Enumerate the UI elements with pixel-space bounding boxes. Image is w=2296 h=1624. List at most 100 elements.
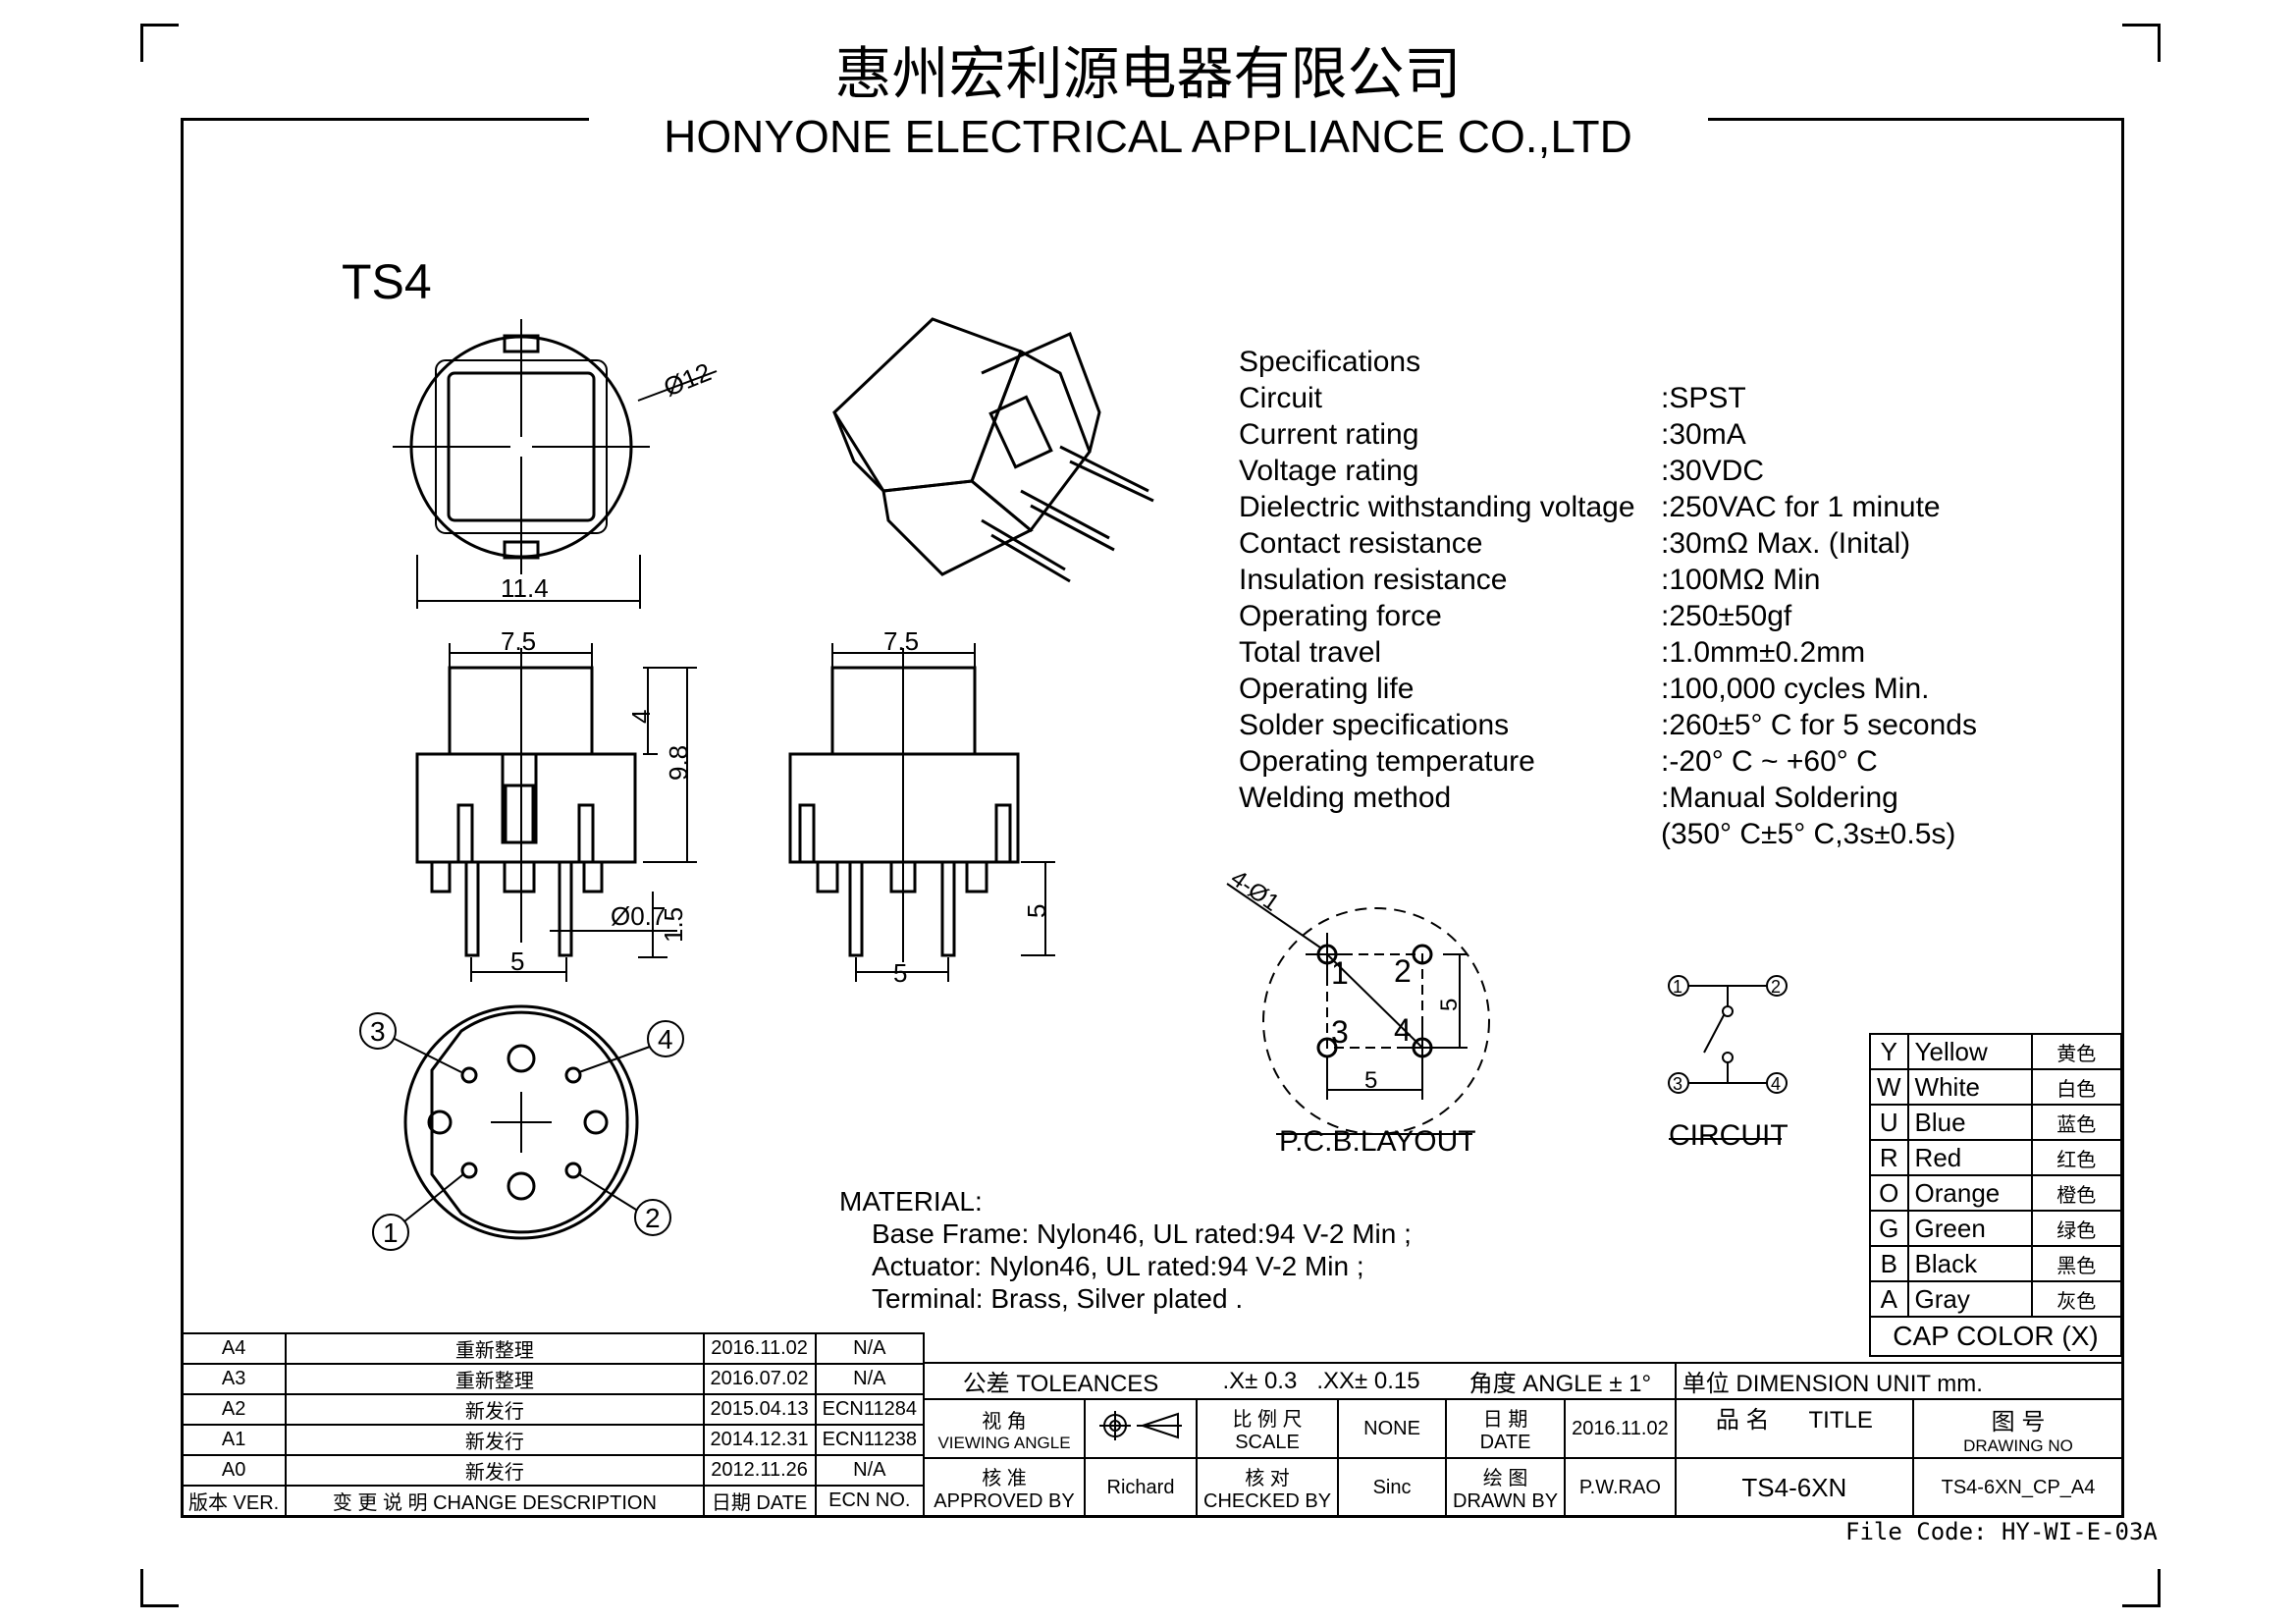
cap-color-en: Blue [1906, 1104, 2033, 1141]
cap-color-en: White [1906, 1068, 2033, 1106]
material-line-terminal: Terminal: Brass, Silver plated . [872, 1283, 1244, 1314]
spec-value-current: :30mA [1661, 418, 1746, 451]
cap-color-title: CAP COLOR (X) [1869, 1316, 2122, 1357]
dim-pin-height-mid: 5 [1022, 904, 1051, 918]
cap-color-cn: 灰色 [2030, 1280, 2123, 1318]
spec-value-welding-extra: (350° C±5° C,3s±0.5s) [1661, 818, 1956, 850]
dim-total-height: 9.8 [664, 745, 693, 781]
top-view [393, 319, 718, 609]
cap-color-en: Orange [1906, 1174, 2033, 1212]
spec-label-circuit: Circuit [1239, 382, 1323, 414]
rev-date: 2016.11.02 [702, 1332, 817, 1365]
title-gap [589, 108, 1708, 128]
rev-desc: 新发行 [285, 1424, 705, 1456]
rev-ver: A1 [180, 1424, 288, 1456]
pcb-pin-1: 1 [1331, 955, 1349, 991]
cap-color-cn: 黑色 [2030, 1245, 2123, 1282]
tol-x: .X± 0.3 [1222, 1367, 1298, 1394]
dim-pin-pitch-mid: 5 [893, 958, 907, 988]
spec-label-life: Operating life [1239, 673, 1415, 705]
cap-code: Y [1869, 1033, 1909, 1070]
drawn-en: DRAWN BY [1453, 1490, 1559, 1512]
rev-date: 2015.04.13 [702, 1393, 817, 1426]
checked-value: Sinc [1337, 1457, 1448, 1518]
side-view-middle [788, 643, 1055, 982]
rev-date: 2016.07.02 [702, 1363, 817, 1395]
cap-code: W [1869, 1068, 1909, 1106]
date-en: DATE [1479, 1432, 1531, 1453]
cap-code: B [1869, 1245, 1909, 1282]
circuit-pin-1: 1 [1673, 977, 1682, 997]
rev-header-date: 日期 DATE [702, 1485, 817, 1517]
spec-value-circuit: :SPST [1661, 382, 1746, 414]
dim-pin-length: 1.5 [659, 907, 688, 943]
spec-label-contact: Contact resistance [1239, 527, 1483, 560]
rev-ver: A3 [180, 1363, 288, 1395]
rev-ecn: N/A [814, 1332, 926, 1365]
viewing-angle-en: VIEWING ANGLE [937, 1433, 1071, 1452]
pcb-layout-label: P.C.B.LAYOUT [1279, 1125, 1476, 1158]
dim-diameter: Ø12 [660, 356, 716, 402]
rev-ver: A4 [180, 1332, 288, 1365]
circuit-label: CIRCUIT [1669, 1119, 1789, 1152]
title-block: 公差 TOLEANCES .X± 0.3 .XX± 0.15 角度 ANGLE … [923, 1362, 2125, 1518]
rev-header-ecn: ECN NO. [814, 1485, 926, 1517]
material-line-actuator: Actuator: Nylon46, UL rated:94 V-2 Min ; [872, 1251, 1364, 1281]
dim-pin-pitch-left: 5 [510, 947, 524, 976]
cap-code: R [1869, 1139, 1909, 1176]
angle-label: 角度 ANGLE ± 1° [1446, 1362, 1677, 1400]
tolerance-values: .X± 0.3 .XX± 0.15 [1197, 1362, 1447, 1400]
checked-cn: 核 对 [1245, 1468, 1290, 1489]
spec-value-force: :250±50gf [1661, 600, 1792, 632]
product-title-value: TS4-6XN [1674, 1457, 1915, 1518]
pcb-layout [1226, 883, 1490, 1135]
corner-mark-top-right [2122, 24, 2161, 62]
cap-color-en: Green [1906, 1210, 2033, 1247]
spec-value-travel: :1.0mm±0.2mm [1661, 636, 1866, 669]
viewing-angle-cn: 视 角 [982, 1410, 1027, 1433]
scale-en: SCALE [1235, 1432, 1300, 1453]
dim-width-top: 11.4 [501, 573, 549, 603]
circuit-pin-3: 3 [1673, 1074, 1682, 1094]
spec-label-temperature: Operating temperature [1239, 745, 1535, 778]
cap-code: O [1869, 1174, 1909, 1212]
dim-body-width-left: 7.5 [501, 626, 536, 656]
corner-mark-bottom-left [140, 1569, 179, 1607]
pcb-pin-4: 4 [1394, 1012, 1412, 1048]
drawn-value: P.W.RAO [1564, 1457, 1677, 1518]
spec-label-solder: Solder specifications [1239, 709, 1510, 741]
rev-ecn: ECN11284 [814, 1393, 926, 1426]
spec-value-temperature: :-20° C ~ +60° C [1661, 745, 1878, 778]
scale-cn: 比 例 尺 [1232, 1409, 1303, 1431]
rev-ver: A0 [180, 1454, 288, 1487]
unit-label: 单位 DIMENSION UNIT mm. [1674, 1362, 2125, 1400]
spec-value-contact: :30mΩ Max. (Inital) [1661, 527, 1911, 560]
drawing-cn: 图 号 [1991, 1408, 2046, 1435]
rev-header-ver: 版本 VER. [180, 1485, 288, 1517]
spec-label-welding: Welding method [1239, 782, 1452, 814]
pcb-pin-2: 2 [1394, 953, 1412, 989]
approved-value: Richard [1084, 1457, 1198, 1518]
spec-heading: Specifications [1239, 346, 1421, 378]
name-en: TITLE [1808, 1407, 1873, 1434]
cap-color-en: Yellow [1906, 1033, 2033, 1070]
spec-label-insulation: Insulation resistance [1239, 564, 1508, 596]
rev-desc: 重新整理 [285, 1363, 705, 1395]
isometric-view [832, 317, 1154, 583]
spec-value-life: :100,000 cycles Min. [1661, 673, 1930, 705]
cap-color-cn: 橙色 [2030, 1174, 2123, 1212]
file-code: File Code: HY-WI-E-03A [1845, 1518, 2158, 1545]
circuit-pin-2: 2 [1771, 977, 1781, 997]
pcb-holes-label: 4-Ø1 [1226, 865, 1284, 917]
rev-desc: 新发行 [285, 1454, 705, 1487]
bottom-pin-label-3: 3 [370, 1016, 386, 1047]
drawing-no-value: TS4-6XN_CP_A4 [1912, 1457, 2124, 1518]
